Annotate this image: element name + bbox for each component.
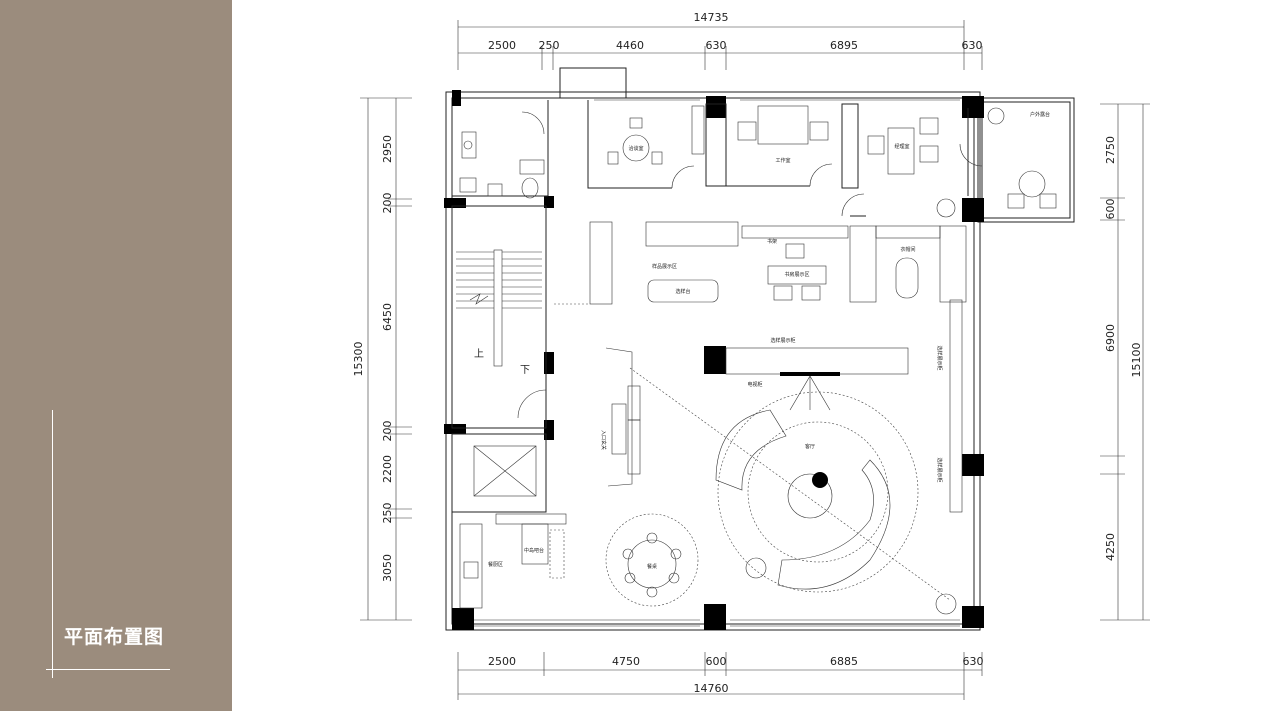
stair-up-label: 上	[474, 348, 484, 360]
staircase: 上 下	[451, 205, 547, 429]
kitchen-label: 餐厨区	[488, 561, 503, 568]
dim-right-4: 4250	[1104, 533, 1117, 561]
island-label: 中岛吧台	[524, 547, 544, 554]
dim-left-3: 6450	[381, 303, 394, 331]
studio-room: 工作室	[705, 103, 833, 187]
dim-bottom-2: 4750	[612, 655, 640, 668]
floor-plan-diagram: 14735 2500 250 4460 630 6895 630 2500 47…	[352, 11, 1150, 700]
top-dimensions: 14735 2500 250 4460 630 6895 630	[457, 11, 983, 70]
elevator	[451, 433, 547, 513]
dim-top-3: 4460	[616, 39, 644, 52]
manager-room-label: 经理室	[894, 143, 909, 150]
dim-bottom-total: 14760	[694, 682, 729, 695]
stair-down-label: 下	[520, 365, 530, 376]
dim-bottom-4: 6885	[830, 655, 858, 668]
bookshelf-label: 书架	[767, 238, 777, 245]
terrace-label: 户外露台	[1030, 111, 1050, 118]
dim-top-2: 250	[539, 39, 560, 52]
studio-label: 工作室	[775, 157, 790, 164]
kitchen: 餐厨区 中岛吧台	[459, 303, 590, 609]
living-room: 选样展示柜 电视柜 客厅	[629, 337, 951, 601]
dim-top-5: 6895	[830, 39, 858, 52]
negotiation-room: 洽谈室	[587, 100, 705, 189]
dim-top-4: 630	[706, 39, 727, 52]
dim-bottom-1: 2500	[488, 655, 516, 668]
tv-cabinet-label: 电视柜	[747, 381, 762, 388]
manager-room: 经理室	[841, 103, 983, 217]
dim-top-total: 14735	[694, 11, 729, 24]
dining-table-label: 餐桌	[647, 563, 657, 570]
dim-top-1: 2500	[488, 39, 516, 52]
side-cabinet-2-label: 选样展示柜	[936, 457, 943, 482]
dim-left-1: 2950	[381, 135, 394, 163]
dim-right-2: 600	[1104, 199, 1117, 220]
display-zones: 样品展示区 选样台 书房展示区 书架 衣帽间	[589, 221, 967, 305]
dim-right-1: 2750	[1104, 136, 1117, 164]
sample-cabinet-label: 选样展示柜	[770, 337, 795, 344]
side-cabinet-1-label: 选样展示柜	[936, 345, 943, 370]
entrance: 入口玄关	[600, 347, 641, 487]
sidebar-panel: 平面布置图	[0, 0, 232, 711]
cloakroom-label: 衣帽间	[900, 246, 915, 253]
finished-display-label: 样品展示区	[652, 263, 677, 270]
dim-bottom-3: 600	[706, 655, 727, 668]
dim-left-6: 250	[381, 503, 394, 524]
dim-right-3: 6900	[1104, 324, 1117, 352]
left-dimensions: 15300 2950 200 6450 200 2200 250 3050	[352, 97, 412, 621]
dim-right-total: 15100	[1130, 343, 1143, 378]
right-dimensions: 2750 600 6900 4250 15100	[1100, 103, 1150, 621]
bottom-dimensions: 2500 4750 600 6885 630 14760	[457, 652, 984, 700]
living-room-label: 客厅	[805, 443, 815, 450]
negotiation-room-label: 洽谈室	[628, 145, 643, 152]
dim-top-6: 630	[962, 39, 983, 52]
outdoor-terrace: 户外露台	[936, 107, 1057, 218]
sidebar-horizontal-rule	[46, 669, 170, 670]
exterior-walls	[445, 67, 1075, 631]
dim-left-total: 15300	[352, 342, 365, 377]
dim-left-5: 2200	[381, 455, 394, 483]
page-title: 平面布置图	[64, 626, 165, 648]
sidebar-vertical-rule	[52, 410, 53, 678]
dim-left-4: 200	[381, 421, 394, 442]
entrance-label: 入口玄关	[600, 430, 607, 450]
restroom	[452, 100, 549, 199]
sample-table-label: 选样台	[675, 288, 690, 295]
dim-left-7: 3050	[381, 554, 394, 582]
dim-bottom-5: 630	[963, 655, 984, 668]
side-cabinets: 选样展示柜 选样展示柜	[935, 299, 963, 615]
dining-area: 餐桌	[605, 513, 699, 607]
book-display-label: 书房展示区	[784, 271, 809, 278]
dim-left-2: 200	[381, 193, 394, 214]
